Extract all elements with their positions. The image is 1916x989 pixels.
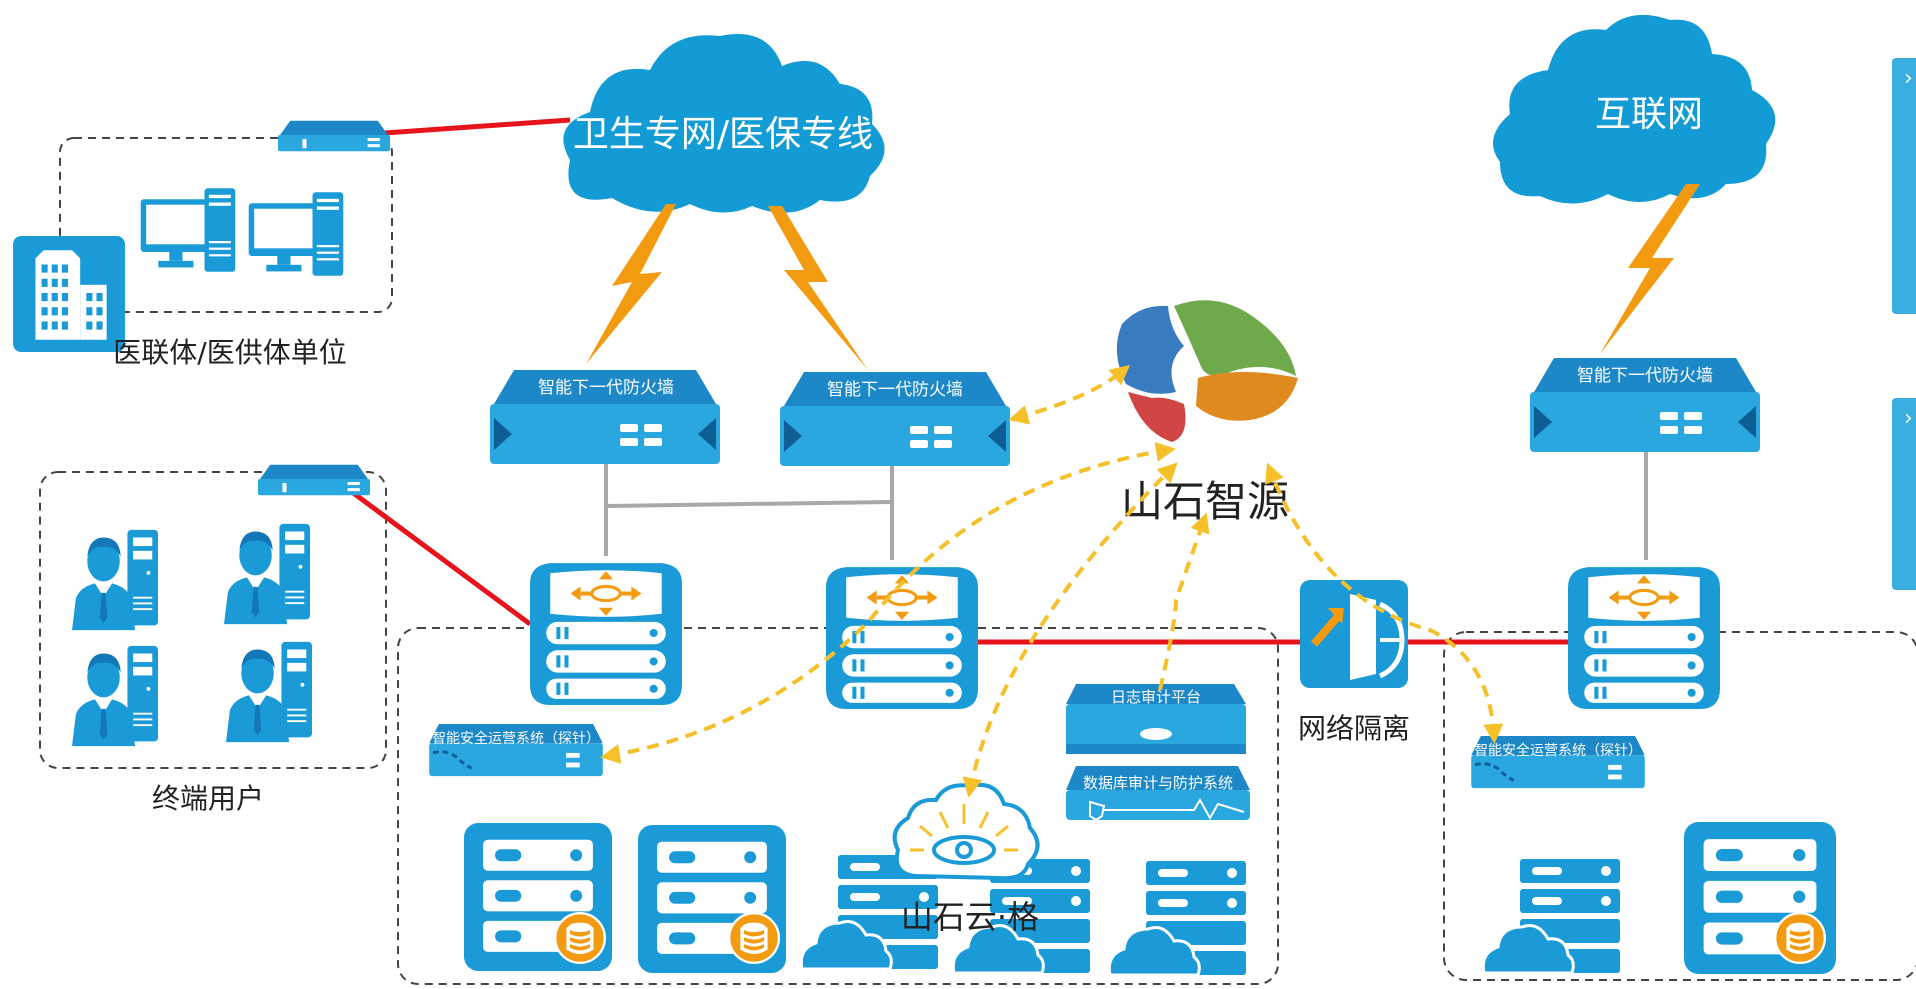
probe-left: 智能安全运营系统（探针） xyxy=(427,724,605,778)
log-audit-device: 日志审计平台 xyxy=(1066,684,1246,754)
brand-name: 山石智源 xyxy=(1121,477,1289,526)
user-terminal-1 xyxy=(72,529,158,631)
building-icon xyxy=(13,236,125,352)
side-panel-top: › xyxy=(1892,58,1916,314)
side-panel-bottom: › xyxy=(1892,398,1916,590)
probe-left-label: 智能安全运营系统（探针） xyxy=(432,730,600,747)
cloud-grid-eye: 山石云·格 xyxy=(892,782,1040,936)
lightning-bolt-left-icon xyxy=(586,204,676,364)
firewall-right: 智能下一代防火墙 xyxy=(1530,358,1760,452)
terminal-users-router xyxy=(258,464,370,496)
user-terminal-4 xyxy=(226,641,312,743)
core-switch-right xyxy=(1568,565,1720,710)
cloud-server-stack-3 xyxy=(1107,859,1248,977)
probe-right-label: 智能安全运营系统（探针） xyxy=(1474,742,1642,759)
medical-alliance-router xyxy=(278,120,390,152)
terminal-users-group-box xyxy=(39,471,387,769)
firewall-left-label: 智能下一代防火墙 xyxy=(538,378,674,398)
user-terminal-3 xyxy=(72,645,158,747)
health-network-label: 卫生专网/医保专线 xyxy=(573,114,873,155)
firewall-middle-label: 智能下一代防火墙 xyxy=(827,380,963,400)
database-badge-2-icon xyxy=(728,912,780,964)
user-terminal-2 xyxy=(224,523,310,625)
firewall-right-label: 智能下一代防火墙 xyxy=(1577,366,1713,386)
desktop-pc-2 xyxy=(248,192,344,276)
isolation-label: 网络隔离 xyxy=(1298,712,1410,745)
terminal-users-label: 终端用户 xyxy=(152,782,264,815)
cloud-server-stack-4 xyxy=(1481,857,1622,975)
medical-alliance-group-box xyxy=(59,137,393,313)
probe-right: 智能安全运营系统（探针） xyxy=(1469,736,1647,790)
core-switch-middle xyxy=(826,565,978,710)
health-network-cloud: 卫生专网/医保专线 xyxy=(563,34,885,213)
firewall-middle: 智能下一代防火墙 xyxy=(780,372,1010,466)
desktop-pc-1 xyxy=(140,188,236,272)
database-badge-1-icon xyxy=(554,912,606,964)
chevron-right-icon: › xyxy=(1904,66,1913,91)
firewall-left: 智能下一代防火墙 xyxy=(490,370,720,464)
network-isolation-device: 网络隔离 xyxy=(1298,580,1410,745)
log-audit-label: 日志审计平台 xyxy=(1111,688,1201,706)
db-audit-device: 数据库审计与防护系统 xyxy=(1066,766,1250,822)
medical-alliance-label: 医联体/医供体单位 xyxy=(113,336,346,369)
internet-cloud: 互联网 xyxy=(1492,14,1776,204)
core-switch-left xyxy=(530,561,682,706)
data-flows xyxy=(600,364,1504,798)
chevron-right-icon: › xyxy=(1904,406,1913,431)
db-audit-label: 数据库审计与防护系统 xyxy=(1083,774,1233,792)
internet-label: 互联网 xyxy=(1595,94,1703,135)
cloud-grid-label: 山石云·格 xyxy=(901,898,1039,936)
database-badge-3-icon xyxy=(1774,912,1826,964)
lightning-bolt-right-icon xyxy=(1600,184,1700,354)
shanshi-zhiyuan-logo: 山石智源 xyxy=(1116,300,1298,526)
lightning-bolt-middle-icon xyxy=(768,206,868,370)
